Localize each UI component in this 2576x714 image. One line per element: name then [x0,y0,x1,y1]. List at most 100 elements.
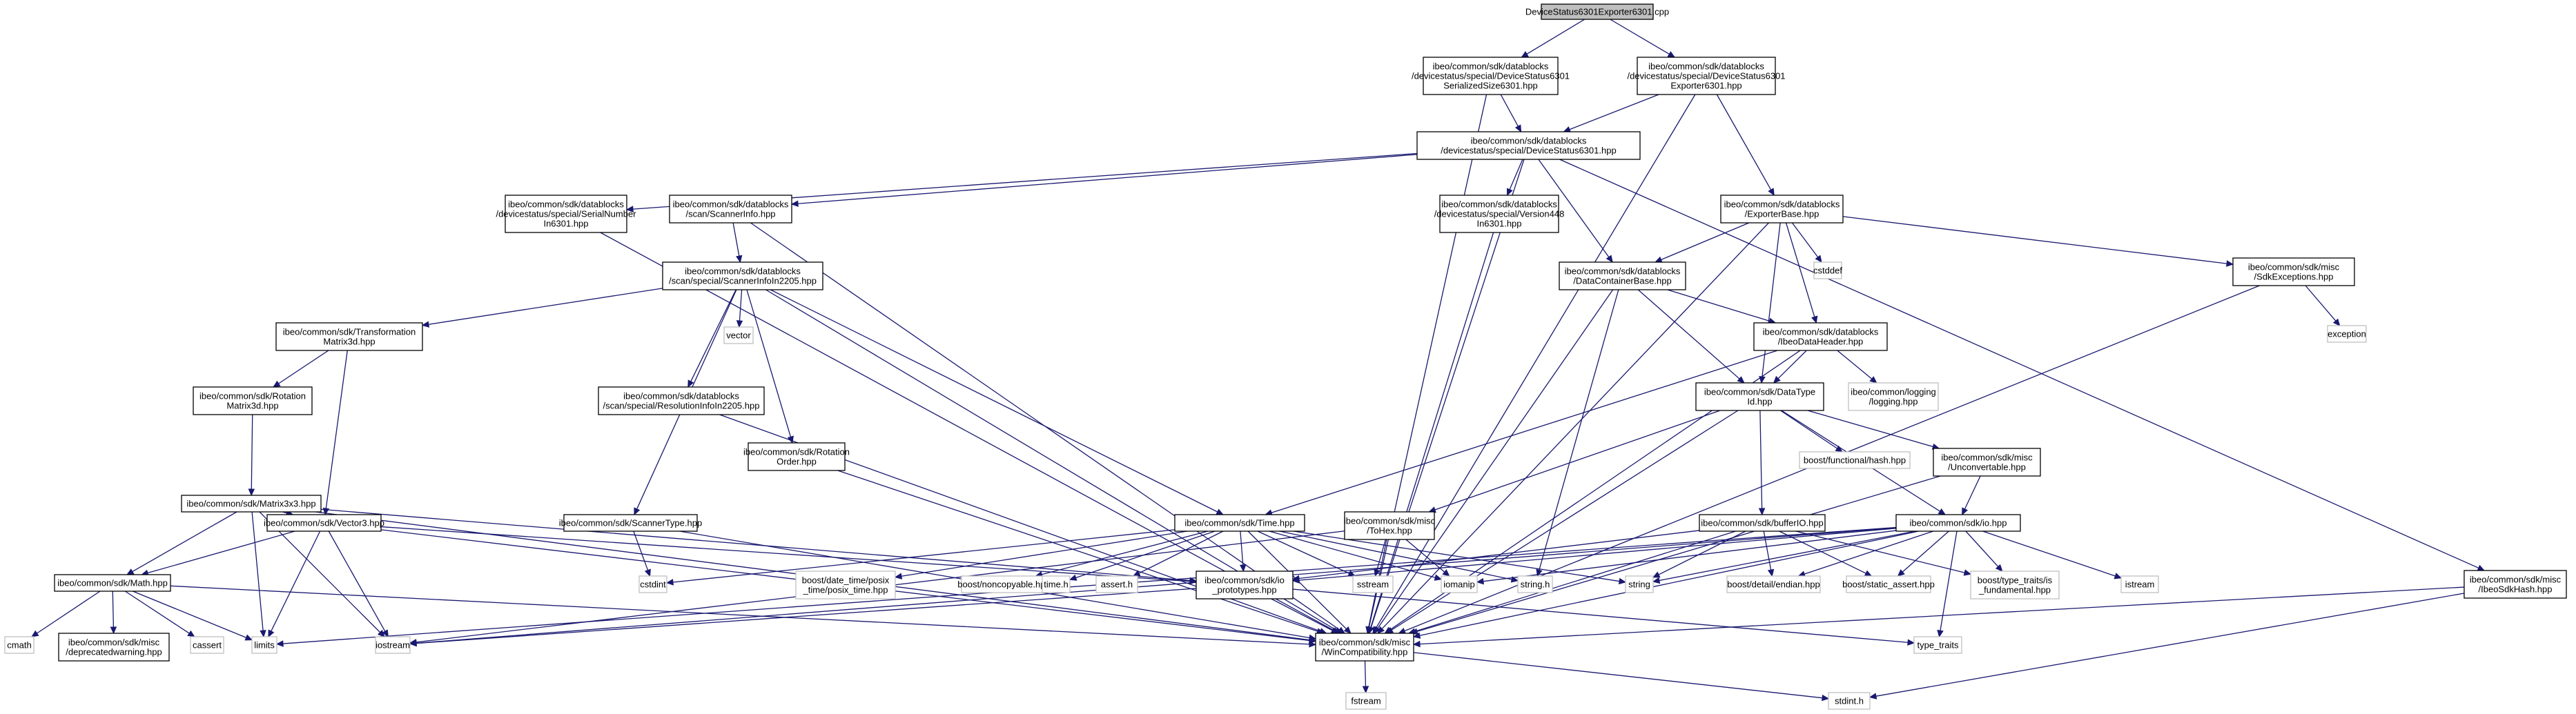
node-label: ibeo/common/sdk/misc [2470,575,2562,585]
node-label: vector [726,330,751,341]
node-label: iomanip [1443,579,1475,590]
node-n8[interactable]: ibeo/common/sdk/datablocks/scan/special/… [662,261,823,290]
arrowhead [1737,376,1745,384]
node-label: /devicestatus/special/DeviceStatus6301 [1627,71,1785,81]
edge-n29-n50 [416,527,1897,644]
edge-n7-n11 [1842,216,2227,264]
node-n44: boost/type_traits/is_fundamental.hpp [1970,571,2060,599]
arrowhead [1869,376,1877,384]
node-n4[interactable]: ibeo/common/sdk/datablocks/devicestatus/… [496,195,636,233]
arrowhead [30,630,39,637]
arrowhead [687,379,694,388]
node-label: Order.hpp [777,457,817,467]
node-box [1726,575,1821,593]
node-n14[interactable]: ibeo/common/sdk/datablocks/IbeoDataHeade… [1753,322,1888,351]
node-box [1895,514,2021,532]
node-n5[interactable]: ibeo/common/sdk/datablocks/scan/ScannerI… [669,195,792,224]
node-label: /Unconvertable.hpp [1948,462,2026,473]
arrowhead [1768,188,1775,197]
edge-n51-n54 [1413,652,1823,699]
edge-n21-n37 [320,508,1191,582]
arrowhead [2477,564,2486,571]
arrowhead [625,206,634,212]
edge-n2-n7 [1716,94,1772,190]
node-n17[interactable]: ibeo/common/sdk/datablocks/scan/special/… [598,386,765,415]
node-n10: cstddef [1813,261,1842,279]
node-label: boost/type_traits/is [1978,575,2053,586]
edge-n29-n42 [1804,530,1934,575]
node-n23[interactable]: ibeo/common/sdk/misc/Unconvertable.hpp [1933,448,2041,477]
node-n31[interactable]: ibeo/common/sdk/Math.hpp [54,574,171,592]
node-box [1848,382,1939,411]
edge-n7-n18 [1762,222,1781,377]
node-n28[interactable]: ibeo/common/sdk/bufferIO.hpp [1699,514,1826,532]
node-label: ibeo/common/sdk/Rotation [743,447,850,457]
node-box [54,574,171,592]
edge-n31-n51 [170,585,1310,645]
edge-n23-n29 [1964,475,1981,510]
node-box [181,495,322,513]
node-n25[interactable]: ibeo/common/sdk/ScannerType.hpp [559,514,702,532]
node-n21[interactable]: ibeo/common/sdk/Matrix3x3.hpp [181,495,322,513]
edge-n31-n49 [133,591,246,638]
arrowhead [268,629,275,638]
node-n2[interactable]: ibeo/common/sdk/datablocks/devicestatus/… [1627,57,1786,95]
edge-n29-n43 [1902,530,1949,573]
node-n6[interactable]: ibeo/common/sdk/datablocks/devicestatus/… [1434,195,1565,233]
arrowhead [1476,577,1484,585]
arrowhead [1758,508,1766,516]
node-n24[interactable]: ibeo/common/sdk/misc/ToHex.hpp [1344,511,1436,540]
edge-n3-n51 [1370,159,1525,628]
node-n30[interactable]: ibeo/common/sdk/misc/IbeoSdkHash.hpp [2463,570,2567,599]
node-label: cmath [7,640,31,651]
arrowhead [1521,50,1529,58]
node-label: /deprecatedwarning.hpp [66,647,162,657]
node-label: limits [254,640,275,651]
node-label: string.h [1521,579,1550,590]
node-n29[interactable]: ibeo/common/sdk/io.hpp [1895,514,2021,532]
node-label: _fundamental.hpp [1978,585,2051,595]
arrowhead [421,321,430,328]
node-n0[interactable]: DeviceStatus6301Exporter6301.cpp [1525,3,1669,20]
node-n51[interactable]: ibeo/common/sdk/misc/WinCompatibility.hp… [1315,633,1414,662]
arrowhead [2226,260,2234,267]
node-n11[interactable]: ibeo/common/sdk/misc/SdkExceptions.hpp [2232,257,2355,286]
node-n33: boost/date_time/posix_time/posix_time.hp… [795,571,896,599]
node-n27[interactable]: ibeo/common/sdk/Vector3.hpp [264,514,384,532]
edge-n21-n50 [259,511,381,633]
node-n34: boost/noncopyable.hpp [957,575,1051,593]
node-n38: sstream [1352,575,1394,593]
node-label: ibeo/common/sdk/misc [1344,516,1436,526]
node-n26[interactable]: ibeo/common/sdk/Time.hpp [1174,514,1305,532]
node-label: ibeo/common/logging [1851,387,1936,397]
node-n7[interactable]: ibeo/common/sdk/datablocks/ExporterBase.… [1720,195,1844,224]
node-n13: vector [723,326,754,344]
node-box [748,442,846,471]
node-n12[interactable]: ibeo/common/sdk/TransformationMatrix3d.h… [275,322,423,351]
node-n9[interactable]: ibeo/common/sdk/datablocks/DataContainer… [1559,261,1686,290]
node-label: ibeo/common/sdk/datablocks [1724,199,1840,210]
arrowhead [1216,508,1224,515]
node-label: In6301.hpp [1476,219,1521,229]
node-box [375,636,411,654]
node-label: ibeo/common/sdk/Math.hpp [57,578,168,588]
edge-n2-n51 [1376,94,1696,628]
node-n1[interactable]: ibeo/common/sdk/datablocks/devicestatus/… [1412,57,1570,95]
edge-n26-n39 [1269,530,1436,578]
arrowhead [126,568,135,575]
node-n3[interactable]: ibeo/common/sdk/datablocks/devicestatus/… [1416,131,1641,160]
node-n47[interactable]: ibeo/common/sdk/misc/deprecatedwarning.h… [58,633,170,662]
node-label: exception [2328,329,2366,339]
edge-n27-n37 [380,526,1191,582]
arrowhead [1652,571,1661,578]
node-label: Matrix3d.hpp [323,337,375,347]
node-box [1559,261,1686,290]
node-n37[interactable]: ibeo/common/sdk/io_prototypes.hpp [1196,571,1294,599]
edge-n20-n51 [837,470,1318,632]
arrowhead [1811,315,1818,324]
arrowhead [273,380,281,388]
edge-n3-n9 [1538,159,1610,258]
